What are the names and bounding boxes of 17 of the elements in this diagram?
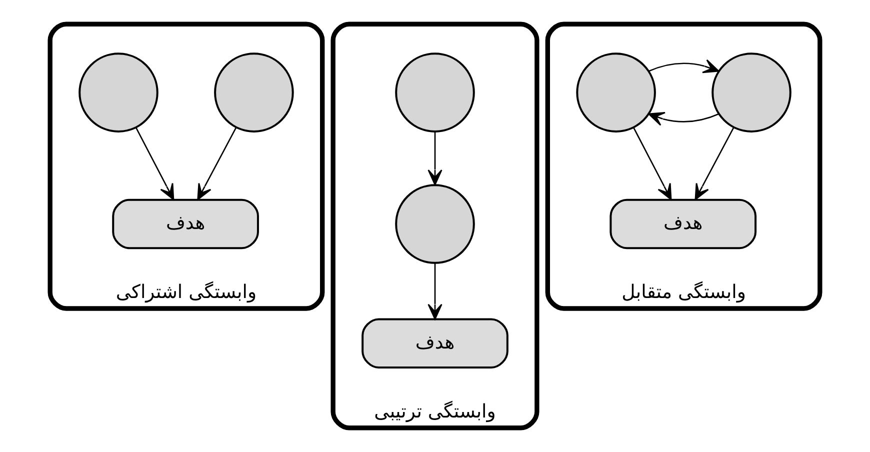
arrow xyxy=(135,127,174,200)
node-circle xyxy=(395,52,475,132)
arrow xyxy=(197,127,237,200)
arrow xyxy=(428,132,442,186)
arrow xyxy=(694,127,734,200)
node-box: هدف xyxy=(362,318,508,368)
node-box: هدف xyxy=(112,198,259,250)
arrow xyxy=(632,127,672,200)
node-circle xyxy=(395,184,475,264)
node-circle xyxy=(576,52,656,132)
node-box: هدف xyxy=(610,198,757,250)
arrow xyxy=(428,262,442,320)
node-circle xyxy=(78,52,158,132)
arrow xyxy=(648,59,720,74)
node-circle xyxy=(712,52,792,132)
arrow xyxy=(648,112,719,126)
node-circle xyxy=(214,52,294,132)
